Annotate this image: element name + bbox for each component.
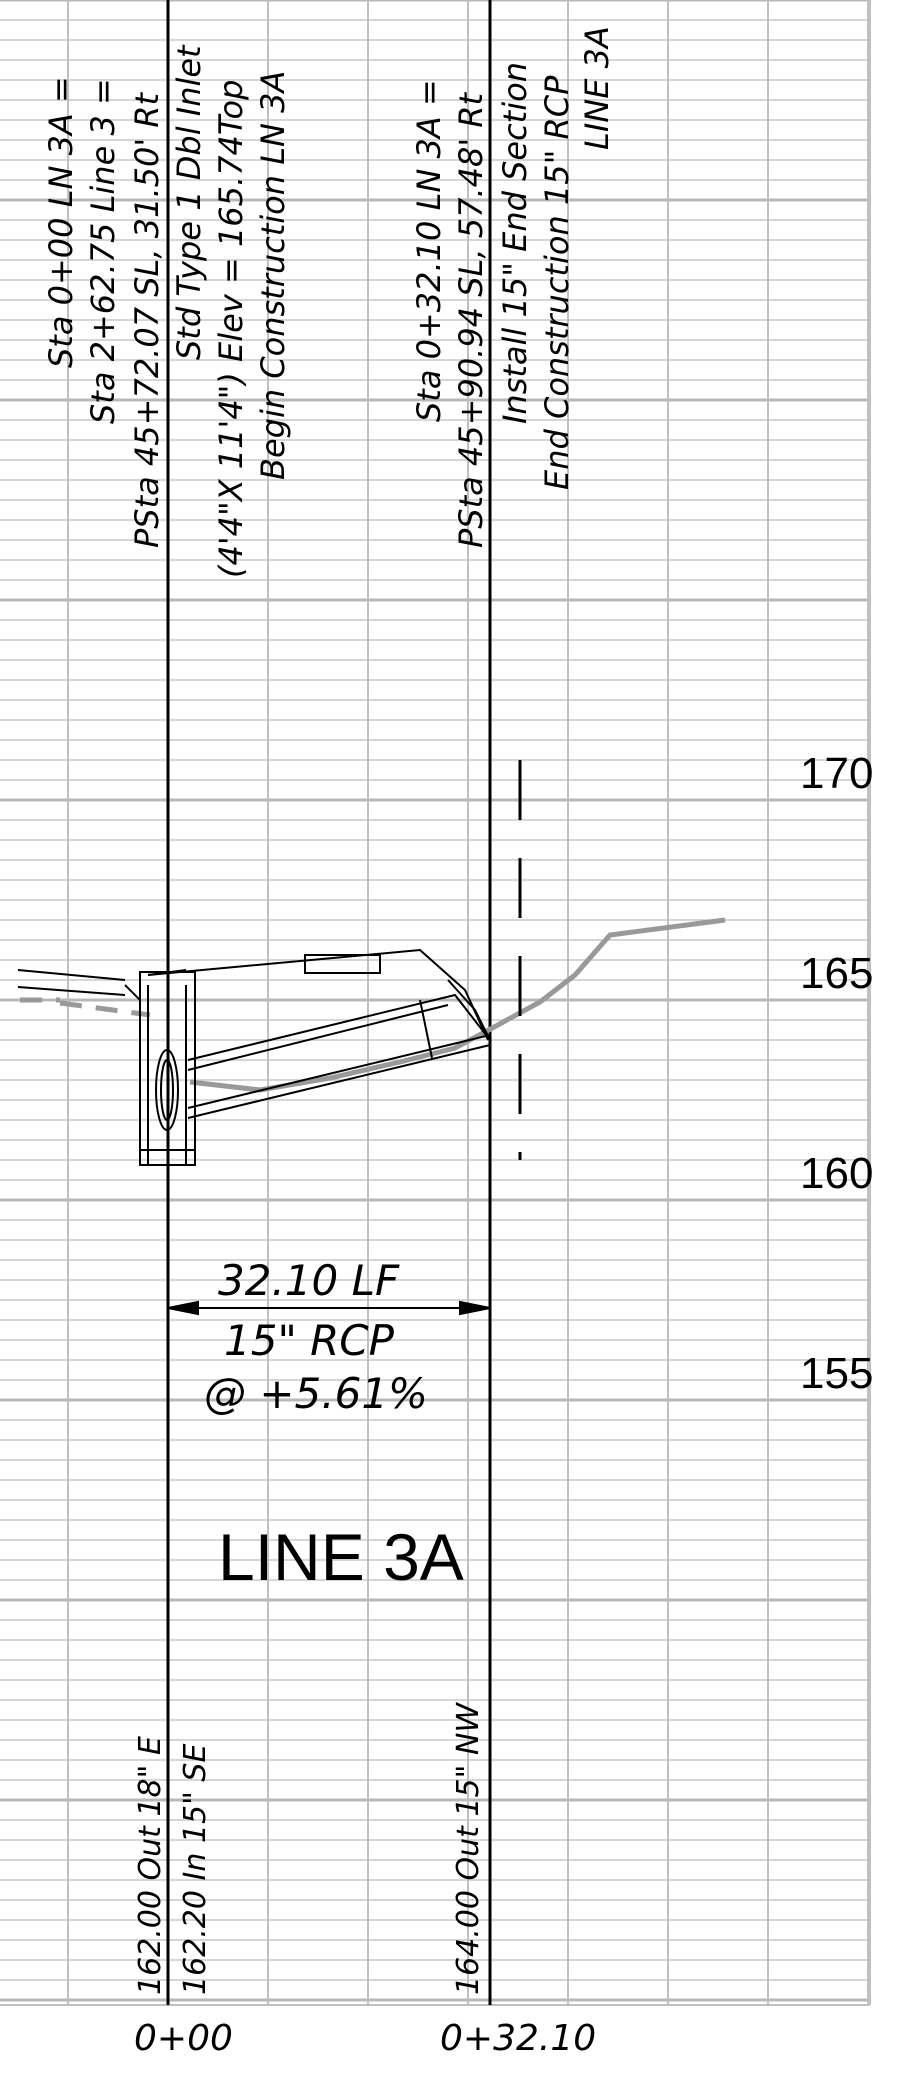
- elevation-labels: 170 165 160 155: [800, 749, 873, 1398]
- note-right-line-4: End Construction 15" RCP: [538, 75, 576, 490]
- existing-ground: [20, 917, 726, 1093]
- note-left-line-5: (4'4"X 11'4") Elev = 165.74Top: [212, 80, 250, 578]
- station-label-end: 0+32.10: [440, 2018, 596, 2059]
- invert-labels: 162.00 Out 18" E 162.20 In 15" SE 164.00…: [133, 1702, 486, 1995]
- note-right-line-1: Sta 0+32.10 LN 3A =: [410, 79, 448, 422]
- pipe-size: 15" RCP: [224, 1316, 395, 1365]
- note-left-line-4: Std Type 1 Dbl Inlet: [170, 44, 208, 360]
- elevation-label: 170: [800, 749, 873, 798]
- pipe-length: 32.10 LF: [218, 1256, 400, 1305]
- inlet-structure: [139, 969, 196, 1166]
- note-left-line-1: Sta 0+00 LN 3A =: [42, 76, 80, 368]
- proposed-ground: [17, 948, 489, 1041]
- structure-note-left: Sta 0+00 LN 3A = Sta 2+62.75 Line 3 = PS…: [42, 44, 292, 578]
- profile-title: LINE 3A: [218, 1520, 464, 1594]
- invert-left-in: 162.20 In 15" SE: [178, 1744, 213, 1995]
- station-labels: 0+00 0+32.10: [134, 2018, 596, 2059]
- pipe-15-rcp: [187, 979, 491, 1119]
- note-right-line-3: Install 15" End Section: [496, 62, 534, 424]
- invert-left-out: 162.00 Out 18" E: [133, 1736, 168, 1995]
- note-right-line-2: PSta 45+90.94 SL, 57.48' Rt: [452, 91, 490, 548]
- note-left-line-6: Begin Construction LN 3A: [254, 71, 292, 480]
- pipe-length-dimension: [167, 1300, 491, 1316]
- elevation-label: 160: [800, 1149, 873, 1198]
- structure-note-right: Sta 0+32.10 LN 3A = PSta 45+90.94 SL, 57…: [410, 26, 616, 548]
- elevation-label: 165: [800, 949, 873, 998]
- grid: [0, 0, 871, 2006]
- invert-right-out: 164.00 Out 15" NW: [451, 1702, 486, 1995]
- elevation-label: 155: [800, 1349, 873, 1398]
- note-right-line-5: LINE 3A: [578, 26, 616, 150]
- pipe-slope: @ +5.61%: [204, 1369, 428, 1418]
- station-label-start: 0+00: [134, 2018, 233, 2059]
- note-left-line-2: Sta 2+62.75 Line 3 =: [84, 78, 122, 424]
- note-left-line-3: PSta 45+72.07 SL, 31.50' Rt: [128, 91, 166, 548]
- pipe-annotation: 32.10 LF 15" RCP @ +5.61%: [204, 1256, 428, 1418]
